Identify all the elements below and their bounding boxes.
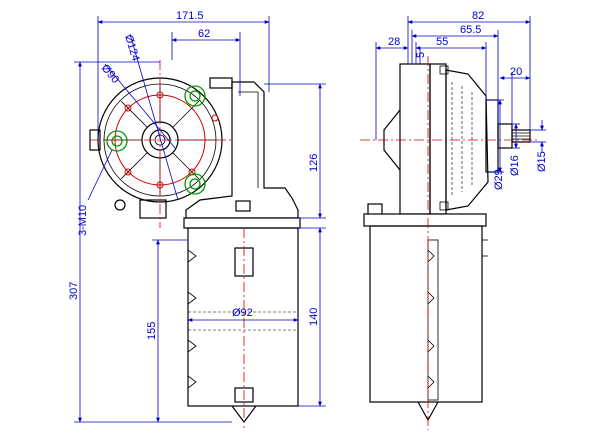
dim-text-shaft-diameter: Ø15 [536,151,548,172]
dim-text-bolt-circle-large: Ø124 [122,33,141,62]
bolt-circle-holes [124,91,219,189]
dim-text-overall-depth: 82 [472,10,484,22]
dim-text-motor-offset: 140 [308,308,320,326]
dim-depth-to-flange: 55 [415,36,487,100]
dim-text-hub-diameter: Ø29 [493,169,505,190]
dim-text-depth-to-flange: 55 [436,36,448,48]
dim-overall-height: 307 [68,61,232,423]
dim-depth-to-face: 65.5 [411,24,499,124]
dim-text-motor-diameter: Ø92 [232,307,253,319]
front-centerlines [90,60,245,428]
dim-hub-diameter: Ø29 [486,99,505,190]
dim-text-boss-diameter: Ø16 [509,155,521,176]
dim-upper-height: 126 [264,83,326,219]
dim-shaft-length: 20 [499,66,531,124]
dim-hole-spacing: 62 [171,28,241,96]
side-centerlines [360,56,540,430]
dim-flange-offset: 28 [375,36,409,140]
dim-motor-diameter: Ø92 [187,307,299,322]
dim-face-gap: 5 [415,48,427,64]
dim-text-upper-height: 126 [308,154,320,172]
dim-motor-length: 155 [146,239,188,423]
dim-bolt-circle-small: Ø90 [99,62,176,149]
dim-text-motor-length: 155 [146,322,158,340]
dim-text-depth-to-face: 65.5 [460,24,481,36]
dim-text-hole-spacing: 62 [198,28,210,40]
dim-motor-offset: 140 [298,227,326,407]
gearbox-housing [89,77,233,219]
dim-mounting-thread: 3-M10 [77,149,113,236]
dim-text-overall-height: 307 [68,282,80,300]
side-view: 82 65.5 55 28 5 [360,10,548,430]
dim-bolt-circle-large: Ø124 [122,33,179,201]
dim-text-bolt-circle-small: Ø90 [99,62,122,86]
dim-text-flange-offset: 28 [388,36,400,48]
dim-boss-diameter: Ø16 [509,123,521,176]
front-view: 171.5 62 Ø124 Ø90 3-M10 307 [68,10,326,428]
motor-body [183,217,301,423]
dim-text-mounting-thread: 3-M10 [77,205,89,236]
dim-text-overall-width: 171.5 [176,10,204,22]
worm-housing [185,81,299,219]
dim-overall-depth: 82 [407,10,531,130]
mounting-holes [106,85,206,195]
dim-text-shaft-length: 20 [510,66,522,78]
dim-overall-width: 171.5 [97,10,270,140]
dim-text-face-gap: 5 [415,52,427,58]
dim-shaft-diameter: Ø15 [530,120,548,172]
side-motor-body [363,213,488,422]
